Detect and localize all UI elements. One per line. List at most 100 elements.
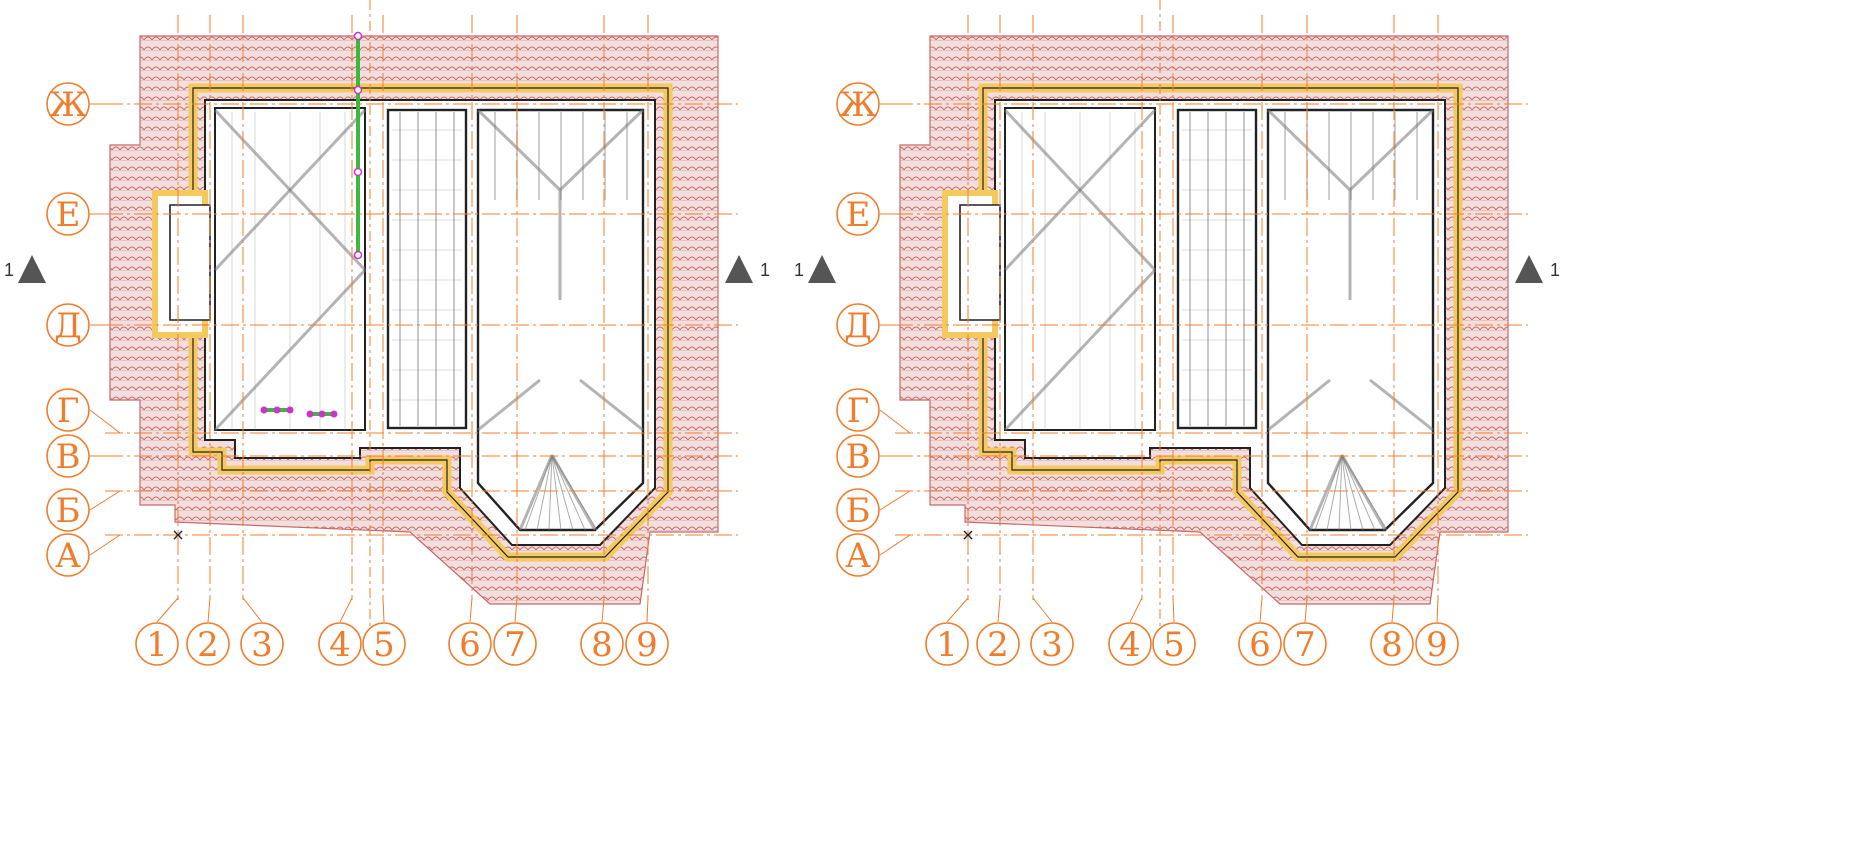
hip-rafter [1369,378,1434,432]
hip-rafter [213,268,367,432]
hip-rafter [476,108,562,192]
col-axis-leader [601,597,605,623]
bay-rafter [1341,454,1364,531]
room-middle [1176,108,1258,430]
bay-rafter [1341,454,1352,531]
row-axis-label: Д [54,306,82,346]
selection-grip [318,410,326,418]
col-axis-bubble [1283,622,1327,666]
col-axis-label: 1 [146,625,168,665]
row-axis-bubble [836,192,880,236]
col-axis-leader [1129,597,1143,623]
section-marker-right-label: 1 [760,260,770,280]
col-axis-bubble [976,622,1020,666]
col-axis-label: 6 [1249,625,1271,665]
bay-rafter [551,454,574,531]
selection-grip [286,406,294,414]
dormer-outline [959,204,1001,321]
dormer-outline [169,204,211,321]
row-axis-bubble [46,82,90,126]
row-axis-bubble [836,303,880,347]
col-axis-bubble [1238,622,1282,666]
row-axis-leader [89,534,121,556]
section-marker-right [1515,255,1543,283]
row-axis-leader [89,409,121,434]
col-axis-leader [514,597,518,623]
col-axis-leader [382,597,385,623]
col-axis-label: 2 [987,625,1009,665]
row-axis-label: Ж [839,85,877,125]
selection-grip [353,31,363,41]
selection-grip [330,410,338,418]
selection-grip [353,250,363,260]
col-axis-label: 2 [197,625,219,665]
room-middle [386,108,468,430]
col-axis-leader [339,597,353,623]
col-axis-bubble [186,622,230,666]
row-axis-bubble [836,82,880,126]
col-axis-bubble [1152,622,1196,666]
hip-rafter [1308,454,1344,531]
selection-grip [353,167,363,177]
row-axis-label: Е [846,195,871,235]
bay-rafter [551,454,586,531]
bay-rafter [536,454,553,531]
bay-rafter [524,454,553,531]
col-axis-bubble [925,622,969,666]
hip-rafter [558,108,645,192]
hip-rafter [518,454,554,531]
origin-marker [173,530,183,540]
hip-rafter [213,108,367,272]
col-axis-bubble [493,622,537,666]
row-axis-label: Д [844,306,872,346]
col-axis-label: 4 [329,625,351,665]
selection-grip [306,410,314,418]
col-axis-leader [207,597,211,623]
hip-rafter [579,378,644,432]
row-axis-bubble [836,488,880,532]
row-axis-bubble [46,303,90,347]
bay-rafter [1314,454,1343,531]
bay-rafter [551,454,598,531]
bay-rafter [551,454,562,531]
col-axis-label: 4 [1119,625,1141,665]
col-axis-leader [1032,597,1053,623]
section-marker-left [18,255,46,283]
col-axis-bubble [1108,622,1152,666]
col-axis-bubble [135,622,179,666]
bay-rafter [548,454,553,531]
section-marker-right [725,255,753,283]
col-axis-label: 7 [504,625,526,665]
hip-rafter [1267,378,1331,432]
selection-grip [260,406,268,414]
section-marker-left-label: 1 [4,260,14,280]
col-axis-label: 3 [251,625,273,665]
row-axis-leader [89,490,121,511]
col-axis-bubble [362,622,406,666]
selection-grip [273,406,281,414]
col-axis-bubble [1370,622,1414,666]
origin-marker [963,530,973,540]
row-axis-label: А [845,536,871,576]
col-axis-label: 5 [373,625,395,665]
col-axis-bubble [1030,622,1074,666]
row-axis-leader [879,534,911,556]
col-axis-leader [646,597,649,623]
hip-rafter [1348,108,1435,192]
row-axis-label: Г [847,391,870,431]
col-axis-bubble [1415,622,1459,666]
bay-rafter [1326,454,1343,531]
section-marker-left [808,255,836,283]
row-axis-label: А [55,536,81,576]
row-axis-label: Б [846,491,871,531]
col-axis-bubble [448,622,492,666]
bay-rafter [1338,454,1343,531]
col-axis-label: 8 [591,625,613,665]
attic-floor [994,99,1446,546]
row-axis-bubble [836,388,880,432]
hip-rafter [1003,268,1157,432]
hip-rafter [477,378,541,432]
